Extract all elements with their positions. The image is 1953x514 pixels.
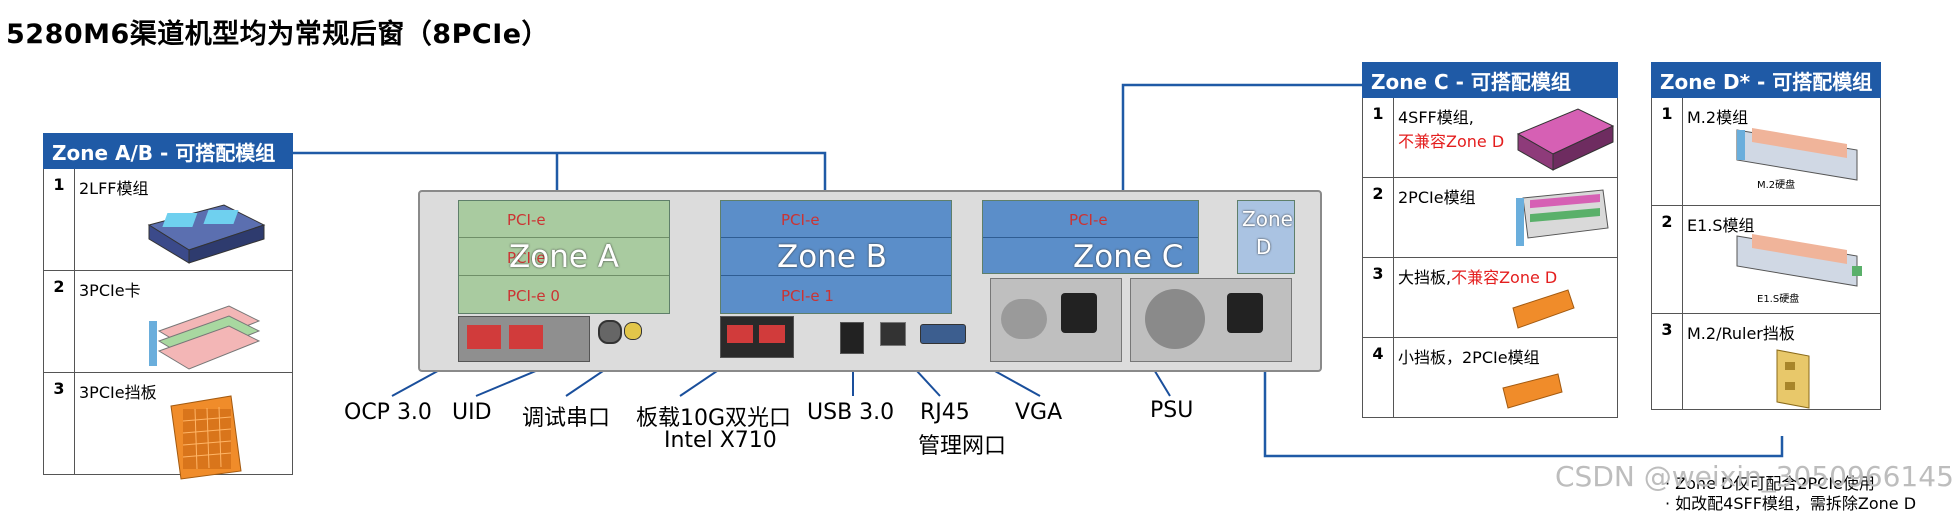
usb-label: USB 3.0: [807, 400, 895, 425]
zone-c-bay: PCI-e Zone C: [982, 200, 1199, 275]
zone-ab-row-num: 1: [43, 168, 75, 271]
zone-d-bay: Zone D: [1237, 200, 1295, 274]
pcie-label: PCI-e: [781, 211, 820, 229]
zone-c-header: Zone C - 可搭配模组: [1362, 62, 1618, 98]
zone-d-row-label: E1.S模组: [1687, 216, 1755, 235]
zone-d-row-num: 1: [1651, 97, 1683, 206]
large-bracket-icon: [1512, 289, 1575, 329]
note-zone-d-pcie: · Zone D仅可配合2PCIe使用: [1665, 474, 1875, 493]
m2-drive-label: M.2硬盘: [1757, 180, 1796, 191]
sff-module-icon: [1516, 108, 1615, 171]
zone-a-label: Zone A: [509, 239, 619, 275]
zone-c-row-warning: 不兼容Zone D: [1451, 268, 1558, 287]
zone-ab-connector: [292, 151, 827, 195]
vga-label: VGA: [1015, 400, 1063, 425]
psu-label: PSU: [1150, 398, 1194, 423]
pcie-label: PCI-e 1: [781, 287, 834, 305]
psu-2: [1130, 278, 1292, 362]
pcie-label: PCI-e: [507, 211, 546, 229]
note-zone-d-sff: · 如改配4SFF模组，需拆除Zone D: [1665, 494, 1917, 513]
server-rear-chassis: PCI-e PCI-e PCI-e 0 Zone A PCI-e PCI-e 1…: [418, 190, 1322, 372]
pcie-module-icon: [1516, 189, 1609, 246]
ocp-card: [458, 316, 590, 362]
onboard-10g-ports: [720, 316, 794, 358]
psu-1: [990, 278, 1122, 362]
page-title: 5280M6渠道机型均为常规后窗（8PCIe）: [6, 19, 550, 50]
vga-port: [920, 324, 966, 344]
mgmt-port-label: 管理网口: [918, 434, 1007, 459]
zone-c-connector: [1121, 83, 1362, 218]
watermark: CSDN @weixin_3050966145: [1555, 460, 1953, 493]
ruler-bracket-icon: [1776, 349, 1810, 409]
zone-c-row-num: 4: [1362, 337, 1394, 418]
pcie-card-icon: [149, 305, 261, 370]
m2-module-icon: [1736, 128, 1858, 181]
zone-c-label: Zone C: [1073, 239, 1184, 275]
e1s-module-icon: [1736, 234, 1862, 287]
usb-ports: [840, 322, 864, 354]
zone-ab-table: Zone A/B - 可搭配模组 1 2LFF模组 2 3PCIe卡: [43, 133, 293, 480]
nic-label: 板载10G双光口: [636, 406, 792, 431]
zone-b-bay: PCI-e PCI-e 1 Zone B: [720, 200, 952, 314]
zone-d-table: Zone D* - 可搭配模组 1 M.2模组 M.2硬盘 2 E1.S模组 E…: [1650, 62, 1882, 410]
pcie-label: PCI-e: [507, 249, 546, 267]
zone-c-row-label: 2PCIe模组: [1398, 188, 1476, 207]
zone-ab-row-num: 3: [43, 372, 75, 475]
zone-d-label: D: [1256, 235, 1272, 259]
zone-c-row-label: 大挡板,: [1398, 268, 1452, 287]
zone-d-row-num: 3: [1651, 313, 1683, 410]
zone-c-row-label: 4SFF模组,: [1398, 108, 1474, 127]
zone-d-row-num: 2: [1651, 205, 1683, 314]
zone-d-row-label: M.2/Ruler挡板: [1687, 324, 1795, 343]
e1s-drive-label: E1.S硬盘: [1757, 294, 1800, 305]
zone-ab-row-label: 2LFF模组: [79, 179, 149, 198]
rj45-label: RJ45: [920, 400, 970, 425]
rj45-port: [880, 322, 906, 346]
lff-module-icon: [147, 204, 266, 264]
zone-ab-row-num: 2: [43, 270, 75, 373]
zone-c-row-warning: 不兼容Zone D: [1398, 132, 1505, 151]
zone-ab-header: Zone A/B - 可搭配模组: [43, 133, 293, 169]
debug-port-label: 调试串口: [522, 406, 611, 431]
zone-ab-row-label: 3PCIe挡板: [79, 383, 157, 402]
pcie-label: PCI-e: [1069, 211, 1108, 229]
zone-d-header: Zone D* - 可搭配模组: [1650, 62, 1882, 98]
uid-label: UID: [452, 400, 492, 425]
ocp-label: OCP 3.0: [344, 400, 432, 425]
zone-c-row-num: 1: [1362, 97, 1394, 178]
nic-model-label: Intel X710: [664, 428, 777, 453]
zone-c-row-num: 2: [1362, 177, 1394, 258]
pcie-label: PCI-e 0: [507, 287, 560, 305]
zone-b-label: Zone B: [777, 239, 888, 275]
zone-d-row-label: M.2模组: [1687, 108, 1749, 127]
uid-button[interactable]: [598, 320, 622, 344]
note-text: 如改配4SFF模组，需拆除Zone D: [1675, 494, 1917, 513]
small-bracket-icon: [1502, 373, 1563, 409]
pcie-bracket-icon: [170, 395, 242, 480]
zone-d-label: Zone: [1242, 207, 1293, 231]
zone-c-row-label: 小挡板，2PCIe模组: [1398, 348, 1540, 367]
note-text: Zone D仅可配合2PCIe使用: [1675, 474, 1875, 493]
zone-ab-row-label: 3PCIe卡: [79, 281, 141, 300]
zone-c-row-num: 3: [1362, 257, 1394, 338]
zone-a-bay: PCI-e PCI-e PCI-e 0 Zone A: [458, 200, 670, 314]
zone-c-table: Zone C - 可搭配模组 1 4SFF模组, 不兼容Zone D 2 2PC…: [1362, 62, 1618, 418]
debug-port[interactable]: [624, 322, 642, 340]
